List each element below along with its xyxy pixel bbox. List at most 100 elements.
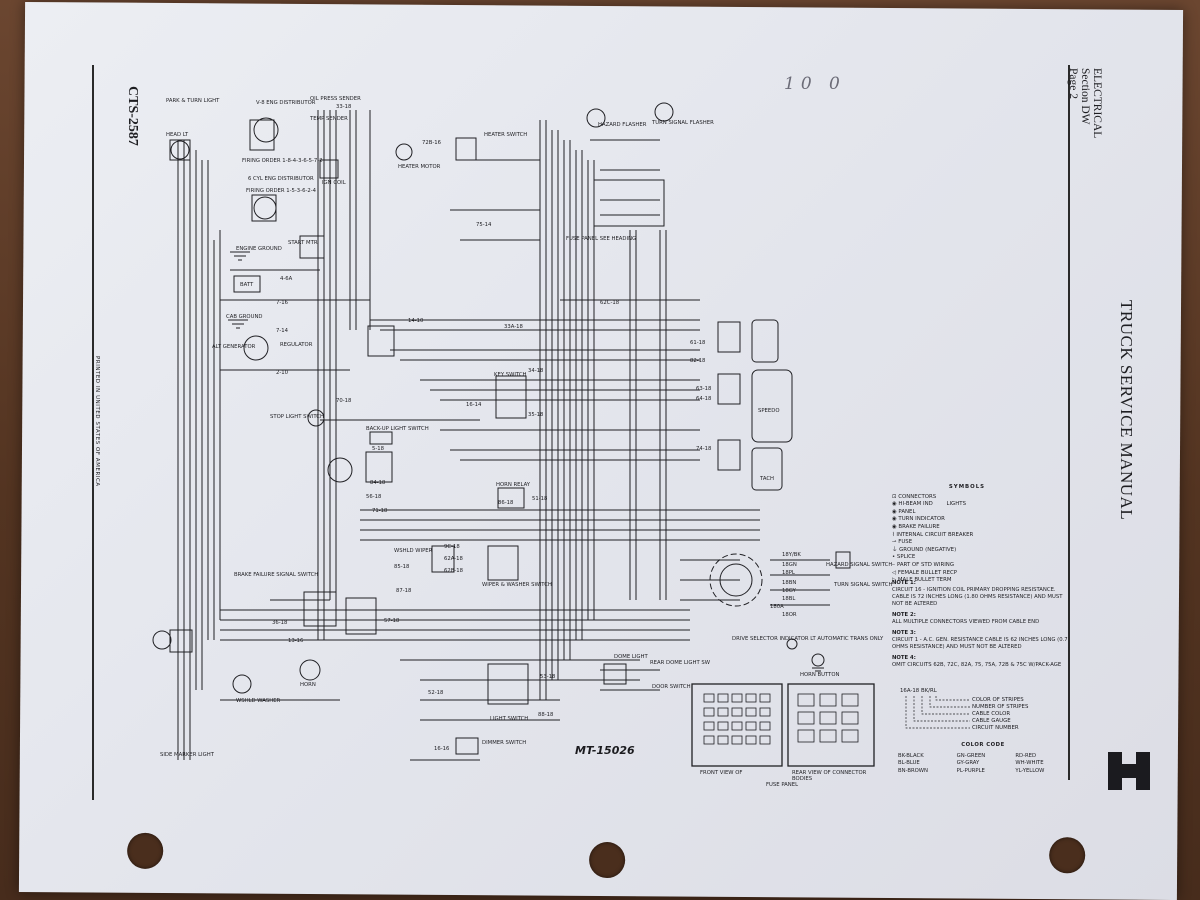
connector-body-cell	[797, 729, 815, 743]
connector-ign-coil	[319, 159, 339, 179]
fuse-cell	[745, 735, 757, 745]
label-rear-dome-light-sw: REAR DOME LIGHT SW	[650, 660, 710, 666]
label-backup-light-switch: BACK-UP LIGHT SWITCH	[366, 426, 429, 432]
label-heater-motor: HEATER MOTOR	[398, 164, 441, 170]
wire-label: 62C-18	[600, 300, 620, 306]
fuse-cell	[731, 707, 743, 717]
wire-label: 36-18	[272, 620, 288, 626]
label-brake-failure-switch: BRAKE FAILURE SIGNAL SWITCH	[234, 572, 319, 578]
connector-start-motor	[299, 235, 325, 259]
wire-label: 70-18	[336, 398, 352, 404]
connector-battery	[233, 275, 261, 293]
connector-distributor-6cyl	[251, 194, 277, 222]
connector-wiper	[431, 545, 455, 573]
color-code-entry: WH-WHITE	[1015, 760, 1044, 767]
symbols-group-label: LIGHTS	[946, 501, 967, 508]
symbol-item: ▷ MALE BULLET TERM	[892, 577, 952, 584]
symbol-item: ◉ BRAKE FAILURE	[892, 523, 940, 530]
stop-light-switch-body	[307, 409, 325, 427]
note-text: OMIT CIRCUITS 62B, 72C, 82A, 75, 75A, 72…	[892, 662, 1062, 668]
heater-motor-body	[395, 143, 413, 161]
symbol-item: ⊸ FUSE	[892, 539, 913, 546]
symbol-item: ┈ PART OF STD WIRING	[892, 561, 955, 568]
alternator-body	[243, 335, 269, 361]
label-turn-signal-flasher: TURN SIGNAL FLASHER	[652, 120, 714, 126]
cable-legend-item: CABLE COLOR	[972, 711, 1011, 717]
label-drive-selector: DRIVE SELECTOR INDICATOR LT AUTOMATIC TR…	[732, 636, 884, 642]
label-key-switch: KEY SWITCH	[494, 372, 527, 378]
wire-label: 62A-18	[444, 556, 463, 562]
connector-heater-switch	[455, 137, 477, 161]
horn-body	[299, 659, 321, 681]
wshld-washer-body	[232, 674, 252, 694]
wire-label: 16-14	[466, 402, 482, 408]
label-wiper-washer-switch: WIPER & WASHER SWITCH	[482, 582, 552, 588]
connector-body-cell	[841, 711, 859, 725]
turn-signal-flasher-body	[654, 102, 674, 122]
label-park-turn-light: PARK & TURN LIGHT	[166, 98, 220, 104]
connector-fuse-panel-top	[593, 179, 665, 227]
headlight-left-lamp	[170, 140, 190, 160]
symbols-legend: SYMBOLS ⊡ CONNECTORS ◉ HI-BEAM IND LIGHT…	[892, 484, 1042, 585]
wire-label: 56-18	[366, 494, 382, 500]
label-speedo: SPEEDO	[758, 408, 780, 414]
fuse-cell	[717, 707, 729, 717]
label-horn: HORN	[300, 682, 316, 688]
color-code-title: COLOR CODE	[961, 742, 1005, 748]
page-border-right	[1068, 65, 1070, 780]
symbol-item: ◉ PANEL	[892, 508, 916, 515]
ground-horn-button	[812, 667, 824, 672]
label-horn-relay: HORN RELAY	[496, 482, 531, 488]
cable-legend-item: NUMBER OF STRIPES	[972, 704, 1029, 710]
label-v8-distributor: V-8 ENG DISTRIBUTOR	[256, 100, 316, 106]
connector-body-cell	[819, 711, 837, 725]
connector-distributor-v8	[249, 119, 275, 151]
label-door-switch: DOOR SWITCH	[652, 684, 691, 690]
color-code-entry: YL-YELLOW	[1015, 767, 1045, 774]
wire-label: 18GN	[782, 562, 797, 568]
wire-label: 82-18	[690, 358, 706, 364]
fuse-cell	[731, 721, 743, 731]
wire-label: 75-14	[476, 222, 492, 228]
label-hazard-flasher: HAZARD FLASHER	[598, 122, 647, 128]
connector-dome-door	[603, 663, 627, 685]
color-code-entry: PL-PURPLE	[956, 767, 985, 774]
ground-cab	[228, 319, 248, 329]
fuse-cell	[717, 735, 729, 745]
wire-label: 16-16	[434, 746, 450, 752]
fuse-cell	[703, 693, 715, 703]
label-hazard-signal-switch: HAZARD SIGNAL SWITCH	[826, 562, 893, 568]
connector-body-cell	[797, 711, 815, 725]
connector-instrument-upper	[717, 321, 741, 353]
label-start-mtr: START MTR	[288, 240, 318, 246]
note-title: NOTE 1:	[892, 580, 916, 586]
label-turn-signal-switch: TURN SIGNAL SWITCH	[834, 582, 893, 588]
ground-symbols	[228, 251, 824, 672]
wire-label: 62B-18	[444, 568, 464, 574]
fuse-cell	[745, 707, 757, 717]
fuse-cell	[759, 693, 771, 703]
label-head-lt: HEAD LT	[166, 132, 189, 138]
color-code-entry: RD-RED	[1015, 752, 1037, 759]
connector-body-cell	[819, 729, 837, 743]
color-code-entry: BL-BLUE	[898, 760, 920, 767]
ground-engine	[230, 251, 250, 261]
wire-label: 2-10	[276, 370, 289, 376]
wire-label: 9C-18	[444, 544, 460, 550]
symbol-item: ◉ TURN INDICATOR	[892, 516, 945, 523]
wire-label: 18Y/BK	[782, 552, 801, 558]
fuse-panel-front-caption: FRONT VIEW OF	[700, 770, 743, 776]
horn-button-body	[811, 653, 825, 667]
turn-signal-switch-ring	[709, 553, 763, 607]
note-text: CIRCUIT 16 - IGNITION COIL PRIMARY DROPP…	[892, 587, 1063, 607]
fuse-cell	[745, 721, 757, 731]
connector-body-cell	[819, 693, 837, 707]
label-engine-ground: ENGINE GROUND	[236, 246, 282, 252]
connector-wiper-switch	[487, 545, 519, 581]
wire-label: 34-18	[528, 368, 544, 374]
handwritten-note: 10 0	[784, 74, 846, 94]
fuse-panel-front	[691, 683, 783, 767]
wire-label: 18PL	[782, 570, 795, 576]
symbol-item: ⌇ INTERNAL CIRCUIT BREAKER	[892, 531, 974, 538]
